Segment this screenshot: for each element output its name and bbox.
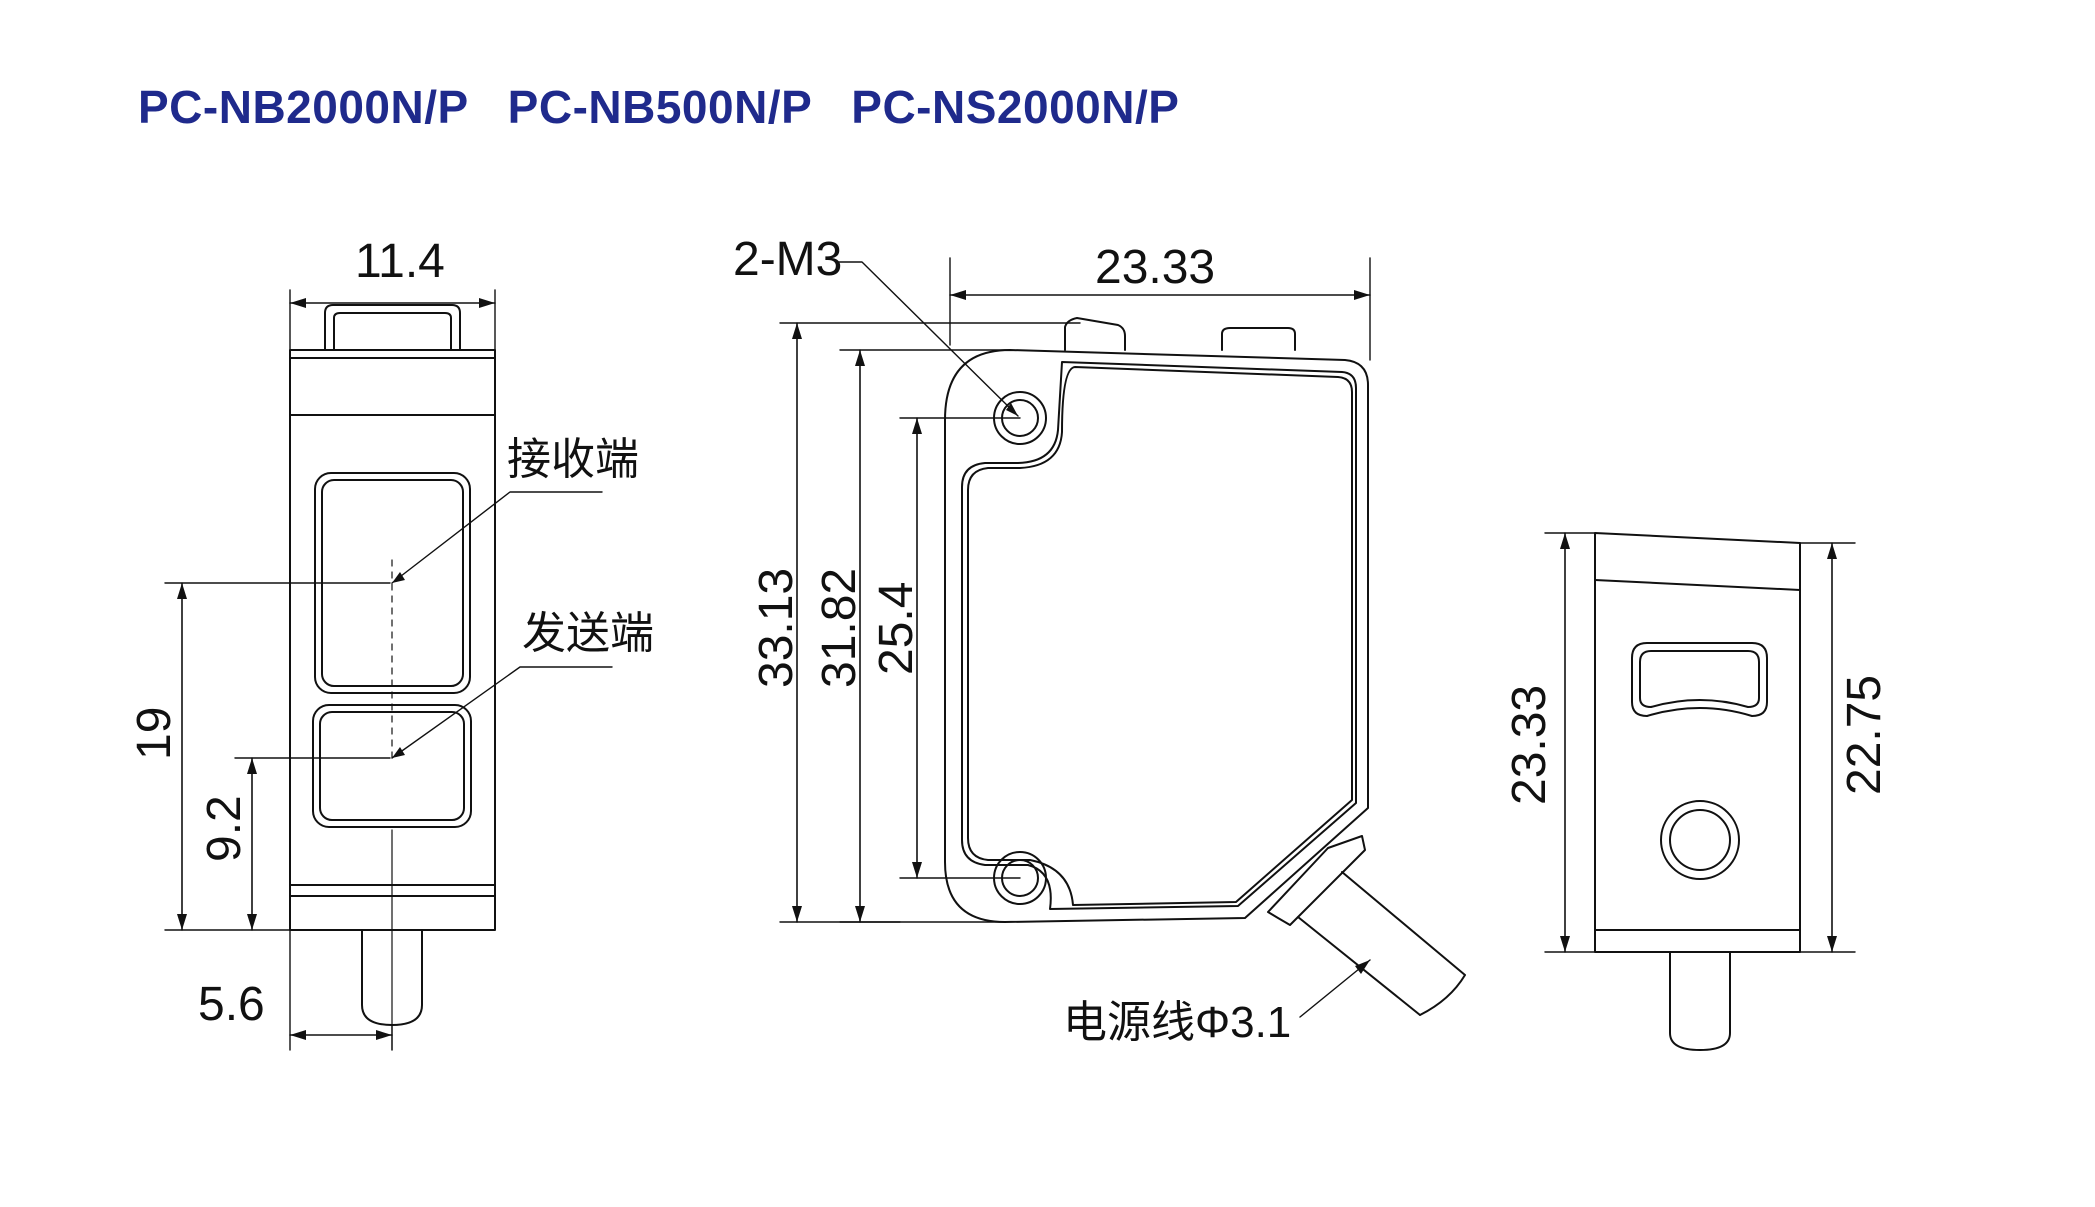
side-view xyxy=(779,257,1466,1018)
emitter-window xyxy=(312,704,472,828)
emitter-label: 发送端 xyxy=(522,609,654,658)
dim-25-4: 25.4 xyxy=(870,582,923,675)
rear-window-inner xyxy=(1639,650,1760,708)
dim-19: 19 xyxy=(128,707,181,760)
side-face-panel xyxy=(967,366,1353,906)
emitter-leader xyxy=(391,666,613,759)
rear-top-groove xyxy=(1594,579,1801,591)
dim-22-75: 22.75 xyxy=(1838,675,1891,795)
rear-body xyxy=(1594,532,1801,953)
front-view xyxy=(164,289,613,1051)
emitter-window-inner xyxy=(319,711,465,821)
rear-cable xyxy=(1669,951,1731,1051)
rear-indicator-inner xyxy=(1669,809,1731,871)
side-body-inner xyxy=(961,361,1357,910)
receiver-label: 接收端 xyxy=(507,435,639,484)
dim-23-33-side: 23.33 xyxy=(1095,241,1215,294)
receiver-leader xyxy=(391,491,603,584)
front-top-tab xyxy=(324,304,461,351)
dim-11-4: 11.4 xyxy=(355,235,445,288)
rear-view xyxy=(1544,532,1856,1051)
page-title: PC-NB2000N/P PC-NB500N/P PC-NS2000N/P xyxy=(138,81,1180,133)
side-top-tab-right xyxy=(1221,327,1296,351)
cable-label: 电源线Φ3.1 xyxy=(1063,998,1291,1047)
cable-body xyxy=(1297,871,1466,1016)
dim-33-13: 33.13 xyxy=(750,568,803,688)
screw-leader xyxy=(837,261,1019,417)
cable-gland xyxy=(1267,835,1366,926)
rear-window xyxy=(1631,642,1768,717)
dim-5-6: 5.6 xyxy=(198,978,265,1031)
side-body-outer xyxy=(944,349,1369,923)
rear-indicator-ring xyxy=(1660,800,1740,880)
dim-23-33-rear: 23.33 xyxy=(1503,685,1556,805)
side-top-tab-left xyxy=(1064,317,1126,351)
dim-9-2: 9.2 xyxy=(198,795,251,862)
front-top-tab-inner xyxy=(333,312,452,351)
screw-label: 2-M3 xyxy=(733,233,842,286)
dim-31-82: 31.82 xyxy=(813,568,866,688)
